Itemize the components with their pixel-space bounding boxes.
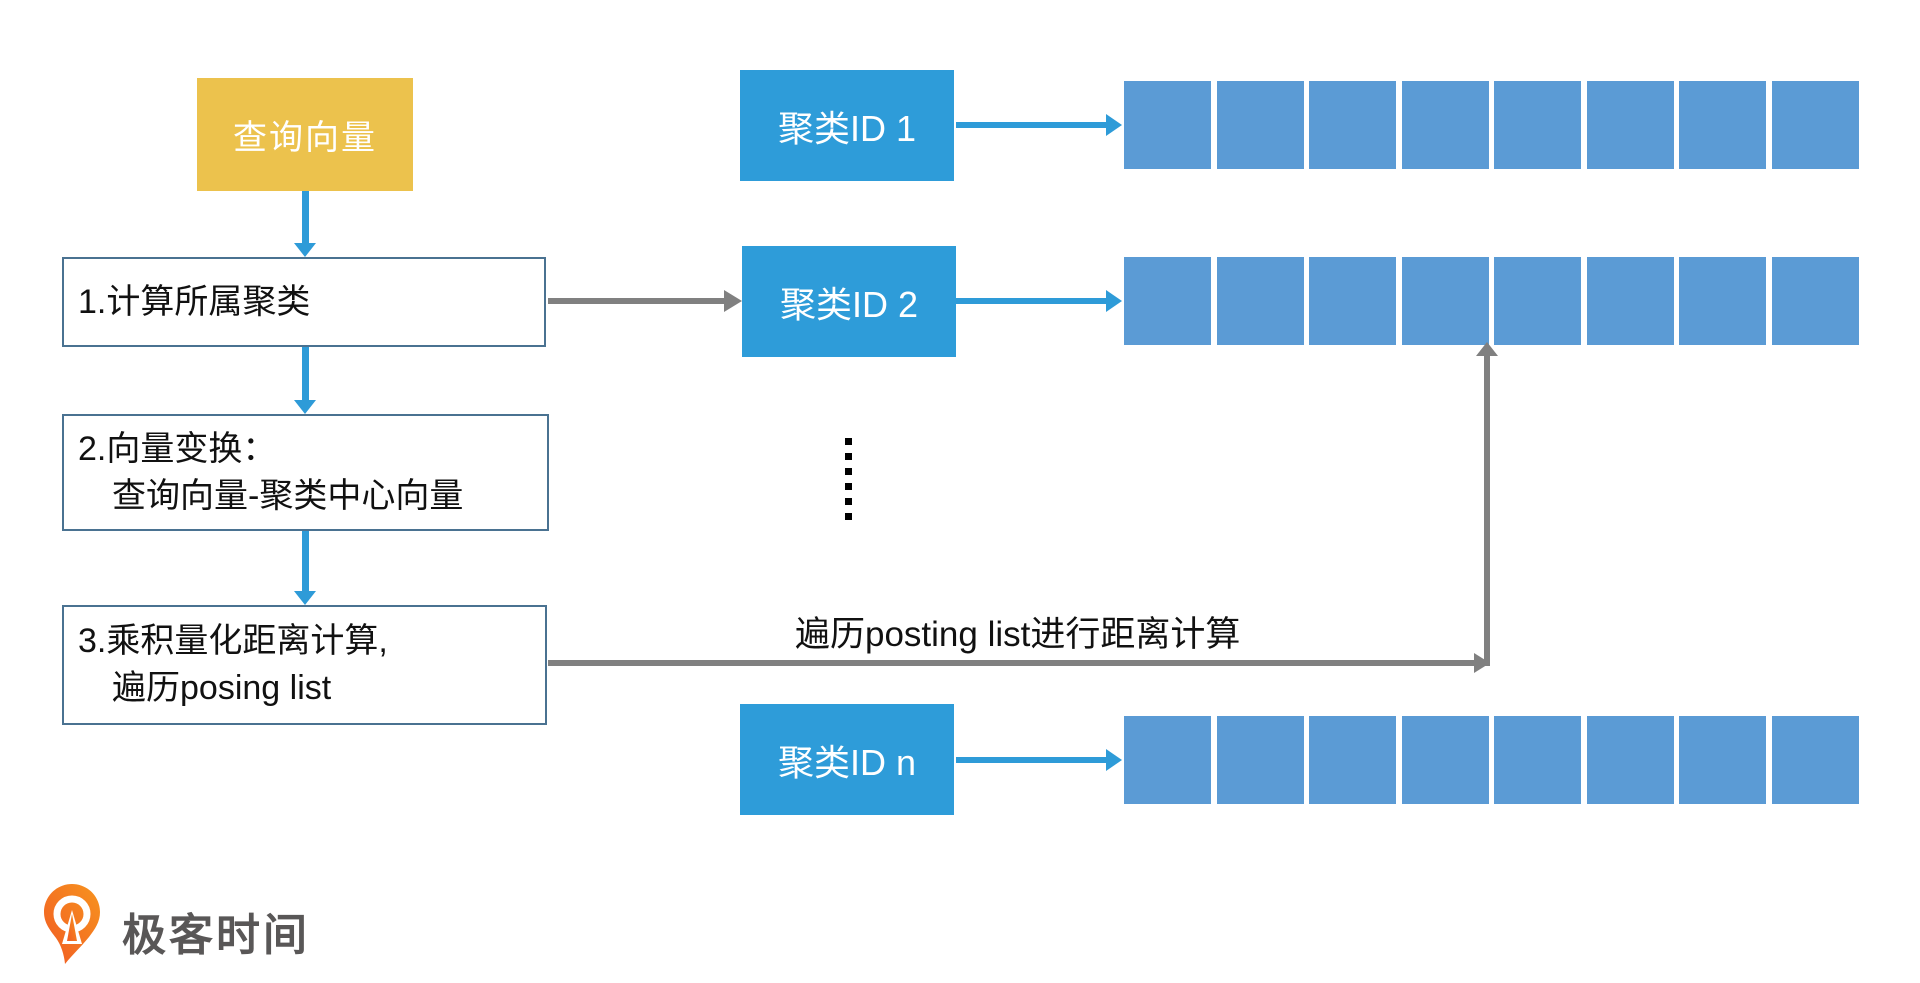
posting-cell (1309, 257, 1396, 345)
cluster-id-1-box: 聚类ID 1 (740, 70, 954, 181)
step3-line2: 遍历posing list (112, 669, 332, 707)
arrow-step1-to-cluster2-shaft (548, 298, 724, 304)
arrow-cluster2-to-cells-head (1106, 290, 1122, 312)
arrow-clustern-to-cells-head (1106, 749, 1122, 771)
arrow-query-to-step1-shaft (302, 191, 309, 243)
posting-list-row-2 (1124, 257, 1859, 345)
posting-cell (1401, 257, 1489, 345)
ellipsis-dot (845, 438, 852, 445)
posting-list-row-1 (1124, 81, 1859, 169)
arrow-cluster2-to-cells-shaft (956, 298, 1106, 304)
ellipsis-dot (845, 483, 852, 490)
arrow-step2-to-step3-shaft (302, 531, 309, 591)
posting-cell (1309, 716, 1396, 804)
step2-line2: 查询向量-聚类中心向量 (112, 476, 464, 515)
cluster-id-n-box: 聚类ID n (740, 704, 954, 815)
posting-cell (1124, 81, 1211, 169)
posting-cell (1494, 81, 1581, 169)
step3-box: 3.乘积量化距离计算, 遍历posing list (62, 605, 547, 725)
step1-line1: 1.计算所属聚类 (78, 282, 311, 321)
posting-cell (1494, 716, 1581, 804)
ellipsis-dot (845, 453, 852, 460)
posting-cell (1401, 716, 1489, 804)
posting-list-scan-annotation: 遍历posting list进行距离计算 (795, 615, 1241, 654)
posting-cell (1771, 257, 1859, 345)
step2-box: 2.向量变换： 查询向量-聚类中心向量 (62, 414, 549, 531)
posting-cell (1494, 257, 1581, 345)
arrow-clustern-to-cells-shaft (956, 757, 1106, 763)
arrow-step2-to-step3-head (294, 591, 316, 605)
posting-cell (1679, 81, 1766, 169)
arrow-cluster1-to-cells-shaft (956, 122, 1106, 128)
posting-cell (1124, 257, 1211, 345)
geektime-logo-icon (44, 884, 100, 964)
arrow-cluster1-to-cells-head (1106, 114, 1122, 136)
posting-cell (1586, 257, 1674, 345)
posting-cell (1401, 81, 1489, 169)
ellipsis-dot (845, 498, 852, 505)
posting-cell (1586, 81, 1674, 169)
cluster-id-2-box: 聚类ID 2 (742, 246, 956, 357)
vertical-ellipsis (845, 438, 852, 520)
posting-cell (1216, 81, 1304, 169)
posting-cell (1679, 716, 1766, 804)
step2-line1: 2.向量变换： (78, 429, 277, 468)
ellipsis-dot (845, 513, 852, 520)
arrow-up-to-row2-head (1476, 342, 1498, 356)
ellipsis-dot (845, 468, 852, 475)
geektime-logo-text: 极客时间 (122, 911, 310, 960)
posting-cell (1586, 716, 1674, 804)
step3-line1: 3.乘积量化距离计算, (78, 622, 388, 661)
posting-cell (1679, 257, 1766, 345)
posting-cell (1216, 716, 1304, 804)
posting-cell (1771, 81, 1859, 169)
arrow-query-to-step1-head (294, 243, 316, 257)
query-vector-box: 查询向量 (197, 78, 413, 191)
arrow-step1-to-cluster2-head (724, 290, 742, 312)
posting-list-row-n (1124, 716, 1859, 804)
arrow-step1-to-step2-shaft (302, 347, 309, 400)
posting-cell (1771, 716, 1859, 804)
posting-cell (1124, 716, 1211, 804)
posting-cell (1309, 81, 1396, 169)
arrow-up-to-row2-shaft (1484, 356, 1490, 666)
arrow-step3-horizontal-shaft (548, 660, 1474, 666)
arrow-step1-to-step2-head (294, 400, 316, 414)
posting-cell (1216, 257, 1304, 345)
step1-box: 1.计算所属聚类 (62, 257, 546, 347)
